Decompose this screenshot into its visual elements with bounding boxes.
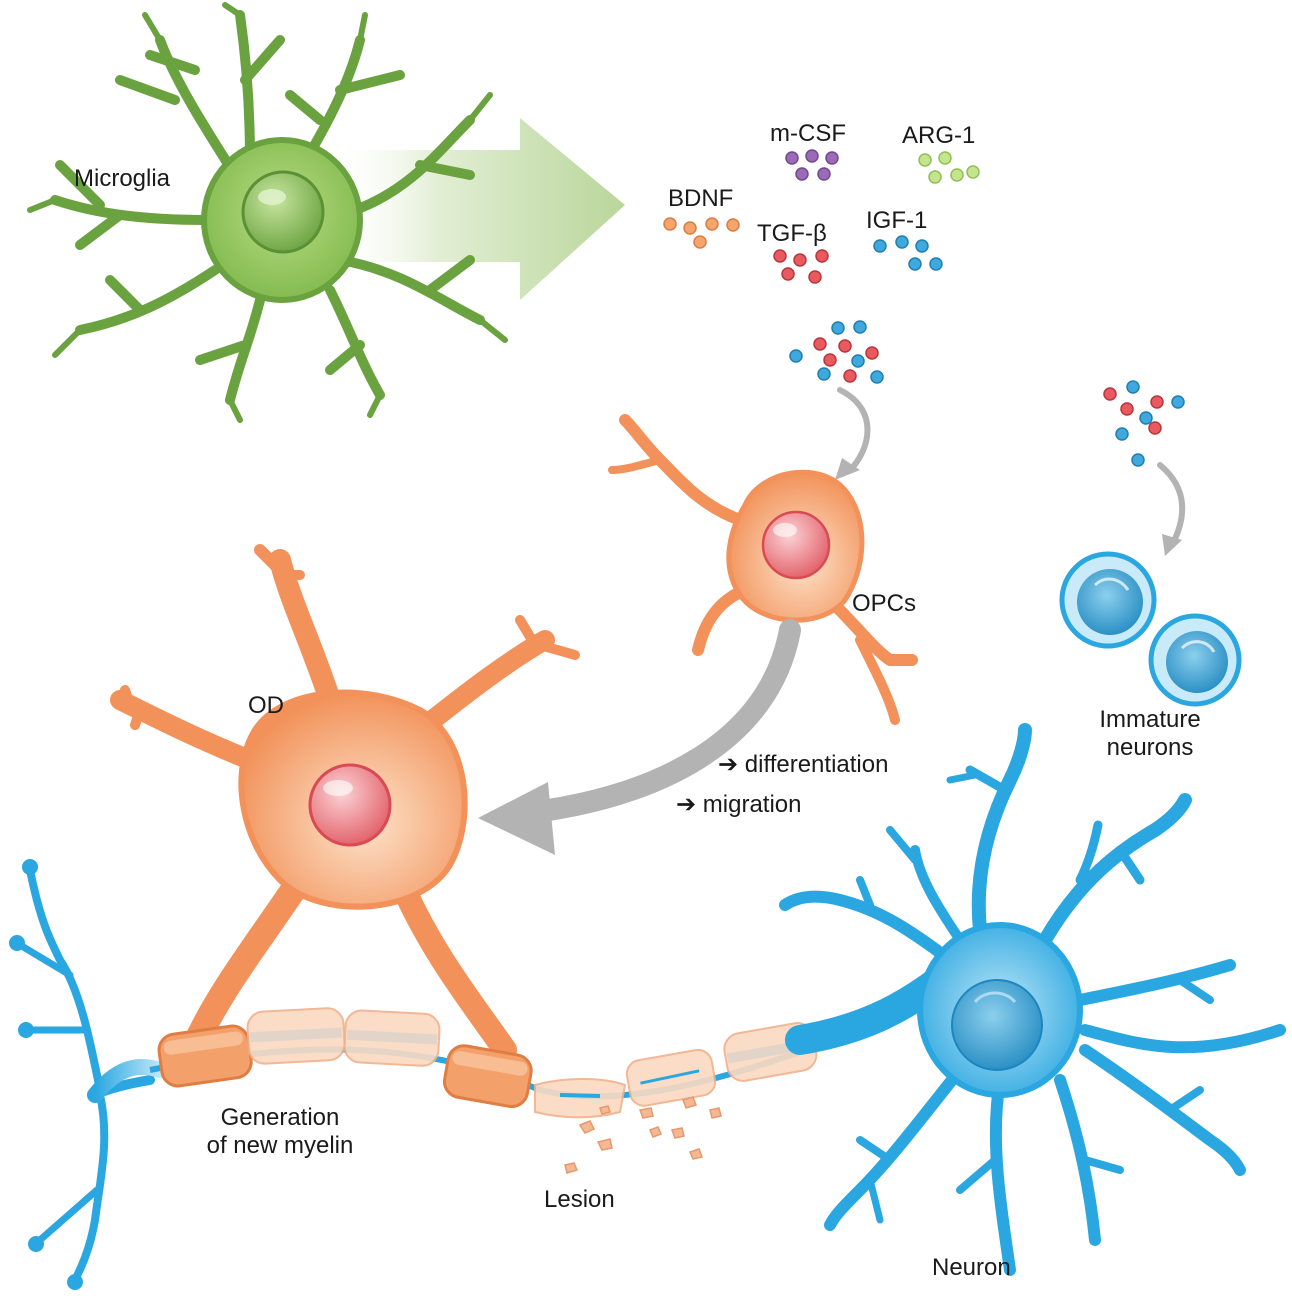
lesion-debris [564, 1096, 722, 1174]
opc-to-od-arrow [499, 619, 801, 826]
axon-terminal-buttons [9, 859, 83, 1290]
immature-neurons-label-line2: neurons [1106, 734, 1194, 761]
igf1-molecules [873, 235, 943, 271]
new-myelin-segment [157, 1024, 253, 1088]
differentiation-label: ➔ differentiation [718, 751, 889, 778]
molecules-to-opcs-arrow [837, 387, 871, 473]
opc-cell [608, 414, 918, 725]
neuron-label: Neuron [932, 1254, 1011, 1281]
microglia-nucleus [241, 170, 325, 254]
new-myelin-segment [442, 1044, 533, 1109]
microglia-cell [27, 2, 508, 423]
neuron-molecule-cluster [1103, 380, 1185, 467]
generation-label-line1: Generation [220, 1104, 340, 1131]
lesion-label: Lesion [544, 1186, 615, 1213]
generation-of-new-myelin-label: Generation of new myelin [190, 1104, 370, 1160]
damaged-myelin-segment [625, 1048, 717, 1107]
bdnf-label: BDNF [668, 185, 734, 212]
generation-label-line2: of new myelin [206, 1132, 354, 1159]
od-label: OD [248, 692, 284, 719]
opc-molecule-cluster [789, 320, 884, 384]
opc-nucleus [761, 510, 831, 580]
immature-neurons-label: Immature neurons [1085, 706, 1215, 762]
immature-neuron-1 [1059, 551, 1157, 649]
tgf-beta-label: TGF-β [757, 220, 827, 247]
arg1-molecules [918, 151, 980, 184]
migration-label: ➔ migration [676, 791, 802, 818]
igf-1-label: IGF-1 [866, 207, 928, 234]
myelin-segment [246, 1007, 346, 1065]
microglia-label: Microglia [74, 165, 171, 192]
od-cell [110, 544, 580, 1062]
m-csf-label: m-CSF [770, 120, 846, 147]
myelin-segment [343, 1009, 441, 1067]
myelin-sheaths [157, 1007, 818, 1119]
tgf-beta-molecules [773, 249, 829, 284]
bdnf-molecules [663, 217, 740, 249]
mcsf-molecules [785, 149, 839, 181]
neuron-nucleus [951, 979, 1043, 1071]
damaged-myelin-segment [534, 1078, 627, 1119]
opcs-label: OPCs [852, 590, 917, 617]
arg-1-label: ARG-1 [902, 122, 976, 149]
molecules-to-neurons-arrow [1157, 462, 1186, 548]
immature-neuron-2 [1148, 613, 1242, 707]
immature-neurons-label-line1: Immature [1099, 706, 1201, 733]
od-nucleus [308, 763, 392, 847]
microglia-secretion-arrow [330, 118, 625, 300]
